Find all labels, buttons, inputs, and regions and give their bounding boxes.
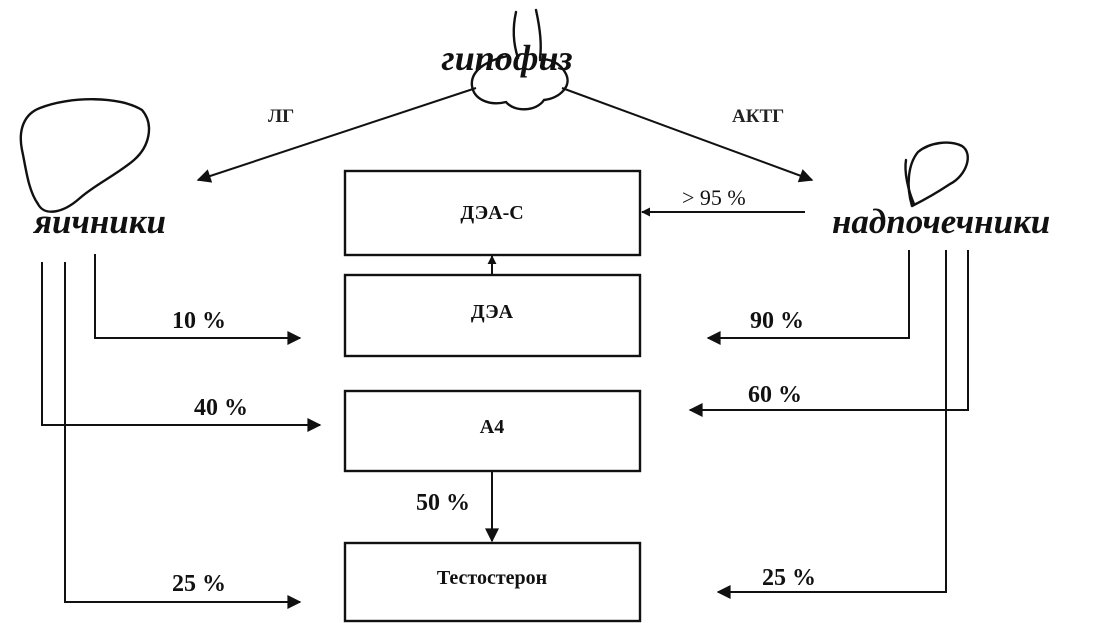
pituitary-drawing [470,8,569,111]
dhea-s-box [343,169,642,257]
adrenal-to-dhea-arrow [706,250,910,345]
lh-label: ЛГ [268,106,294,127]
acth-arrow [561,87,814,183]
dhea-box [343,273,642,358]
dhea-s-label: ДЭА-С [460,202,523,224]
acth-label: АКТГ [732,106,784,127]
pct-adrenal-dhea: 90 % [750,308,804,334]
adrenal-drawing-detail [904,158,916,206]
adrenals-label: надпочечники [832,202,1050,241]
pct-adrenal-a4: 60 % [748,382,802,408]
pct-ovary-dhea: 10 % [172,308,226,334]
dhea-label: ДЭА [471,301,514,323]
ovaries-label: яичники [32,202,166,241]
lh-arrow [196,87,477,183]
ovary-drawing [19,98,151,213]
a4-box [343,389,642,473]
ovary-to-a4-arrow [41,262,322,432]
testosterone-box [343,541,642,623]
adrenal-drawing [907,141,969,208]
pituitary-label: гипофиз [441,38,572,78]
ovary-to-testosterone-arrow [64,262,302,609]
pct-ovary-a4: 40 % [194,395,248,421]
a4-label: А4 [480,416,504,438]
ovary-to-dhea-arrow [94,254,302,345]
pct-ovary-testosterone: 25 % [172,571,226,597]
pct-a4-testosterone: 50 % [416,490,470,516]
pct-adrenal-dhea-s: > 95 % [682,185,746,210]
adrenal-to-testosterone-arrow [716,250,947,599]
adrenal-to-a4-arrow [688,250,969,417]
pct-adrenal-testosterone: 25 % [762,565,816,591]
testosterone-label: Тестостерон [437,567,547,589]
